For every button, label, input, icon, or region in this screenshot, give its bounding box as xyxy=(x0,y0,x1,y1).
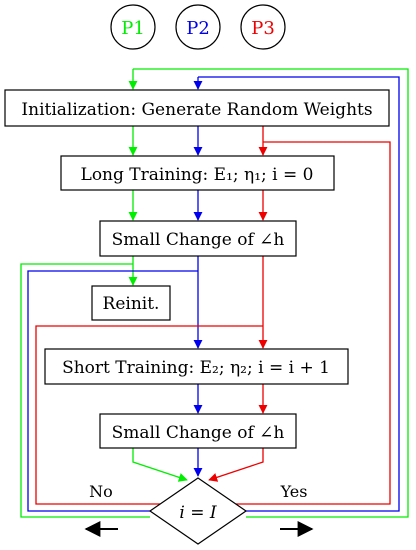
reinit-label: Reinit. xyxy=(103,294,160,314)
short-training-label: Short Training: E₂; η₂; i = i + 1 xyxy=(62,358,330,378)
long-training-box: Long Training: E₁; η₁; i = 0 xyxy=(60,155,335,191)
small-change-2-label: Small Change of ∠h xyxy=(112,423,285,443)
p1-flow xyxy=(20,68,409,518)
branch-label-no: No xyxy=(89,482,113,501)
long-training-label: Long Training: E₁; η₁; i = 0 xyxy=(81,165,314,185)
process-p1-label: P1 xyxy=(121,18,145,39)
decision-diamond: i = I xyxy=(148,477,248,545)
p3-flow xyxy=(35,126,391,505)
process-p2-label: P2 xyxy=(186,18,210,39)
connectors xyxy=(20,68,409,518)
process-p1: P1 xyxy=(110,4,156,50)
branch-label-yes: Yes xyxy=(280,482,308,501)
process-p2: P2 xyxy=(175,4,221,50)
decision-label: i = I xyxy=(179,503,216,523)
reinit-box: Reinit. xyxy=(91,285,171,321)
small-change-box-2: Small Change of ∠h xyxy=(99,413,297,449)
init-label: Initialization: Generate Random Weights xyxy=(21,100,372,120)
p2-flow xyxy=(27,76,400,512)
init-box: Initialization: Generate Random Weights xyxy=(4,89,390,127)
short-training-box: Short Training: E₂; η₂; i = i + 1 xyxy=(44,348,349,385)
small-change-1-label: Small Change of ∠h xyxy=(112,230,285,250)
process-p3: P3 xyxy=(240,4,286,50)
process-p3-label: P3 xyxy=(251,18,275,39)
small-change-box-1: Small Change of ∠h xyxy=(99,220,297,257)
